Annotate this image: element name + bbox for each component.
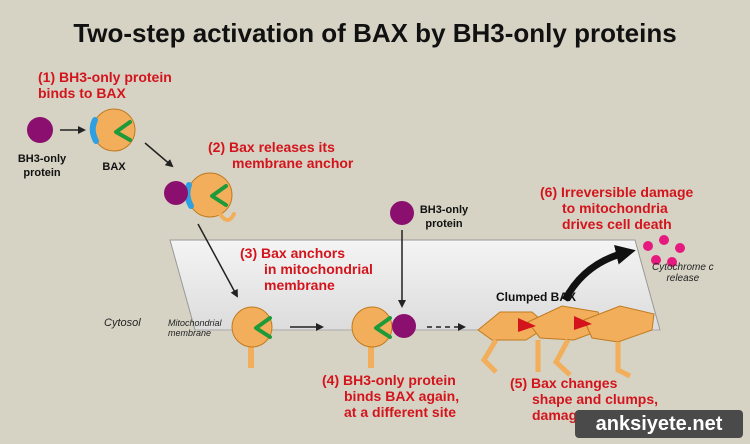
bax-protein-step4 bbox=[351, 306, 393, 368]
cytochrome-c-particles bbox=[643, 235, 685, 267]
bax-protein-step2 bbox=[184, 172, 236, 222]
step5-line1: (5) Bax changes bbox=[510, 375, 618, 391]
watermark: anksiyete.net bbox=[575, 410, 743, 438]
step6-line3: drives cell death bbox=[562, 216, 672, 232]
bax-protein-step1 bbox=[89, 108, 136, 152]
step4-line1: (4) BH3-only protein bbox=[322, 372, 456, 388]
clumped-bax-label: Clumped BAX bbox=[495, 290, 576, 304]
mito-label-line2: membrane bbox=[168, 328, 212, 338]
mitochondrial-membrane-label: Mitochondrial membrane bbox=[168, 318, 222, 338]
step1-line1: (1) BH3-only protein bbox=[38, 69, 172, 85]
bh3-label2-line1: BH3-only bbox=[419, 204, 469, 216]
bax-label: BAX bbox=[102, 161, 126, 173]
bh3-label1-line2: protein bbox=[23, 167, 61, 179]
bh3-protein-step1 bbox=[27, 117, 53, 143]
step6-line1: (6) Irreversible damage bbox=[540, 184, 694, 200]
page-title: Two-step activation of BAX by BH3-only p… bbox=[73, 18, 677, 48]
cytochrome-release-arrow bbox=[561, 244, 636, 302]
cyto-label-line1: Cytochrome c bbox=[652, 262, 714, 273]
step4-label: (4) BH3-only protein binds BAX again, at… bbox=[322, 372, 459, 420]
bh3-label1-line1: BH3-only bbox=[17, 153, 67, 165]
bax-protein-step3 bbox=[231, 306, 273, 368]
cytochrome-c-label: Cytochrome c release bbox=[652, 262, 714, 284]
clumped-bax bbox=[477, 305, 655, 379]
mito-label-line1: Mitochondrial bbox=[168, 318, 222, 328]
step1-label: (1) BH3-only protein binds to BAX bbox=[38, 69, 172, 101]
bh3-protein-step4-source bbox=[390, 201, 414, 225]
step3-label: (3) Bax anchors in mitochondrial membran… bbox=[240, 245, 373, 293]
step3-line2: in mitochondrial bbox=[264, 261, 373, 277]
bh3-only-protein-label-1: BH3-only protein bbox=[12, 152, 72, 180]
step5-line2: shape and clumps, bbox=[532, 391, 659, 407]
cytosol-label: Cytosol bbox=[104, 317, 141, 329]
step2-line2: membrane anchor bbox=[232, 155, 354, 171]
bh3-only-protein-label-2: BH3-only protein bbox=[414, 203, 474, 231]
arrow-step1-to-step2 bbox=[144, 142, 174, 168]
step1-line2: binds to BAX bbox=[38, 85, 126, 101]
bh3-protein-step4-bound bbox=[392, 314, 416, 338]
bh3-protein-step2 bbox=[164, 181, 188, 205]
step2-label: (2) Bax releases its membrane anchor bbox=[208, 139, 353, 171]
step2-line1: (2) Bax releases its bbox=[208, 139, 335, 155]
step4-line3: at a different site bbox=[344, 404, 457, 420]
bh3-label2-line2: protein bbox=[425, 218, 463, 230]
step6-label: (6) Irreversible damage to mitochondria … bbox=[540, 184, 693, 232]
arrow-step2-to-step3 bbox=[197, 223, 238, 298]
step4-line2: binds BAX again, bbox=[344, 388, 460, 404]
cyto-label-line2: release bbox=[666, 273, 700, 284]
step6-line2: to mitochondria bbox=[562, 200, 668, 216]
step3-line3: membrane bbox=[264, 277, 335, 293]
step3-line1: (3) Bax anchors bbox=[240, 245, 346, 261]
